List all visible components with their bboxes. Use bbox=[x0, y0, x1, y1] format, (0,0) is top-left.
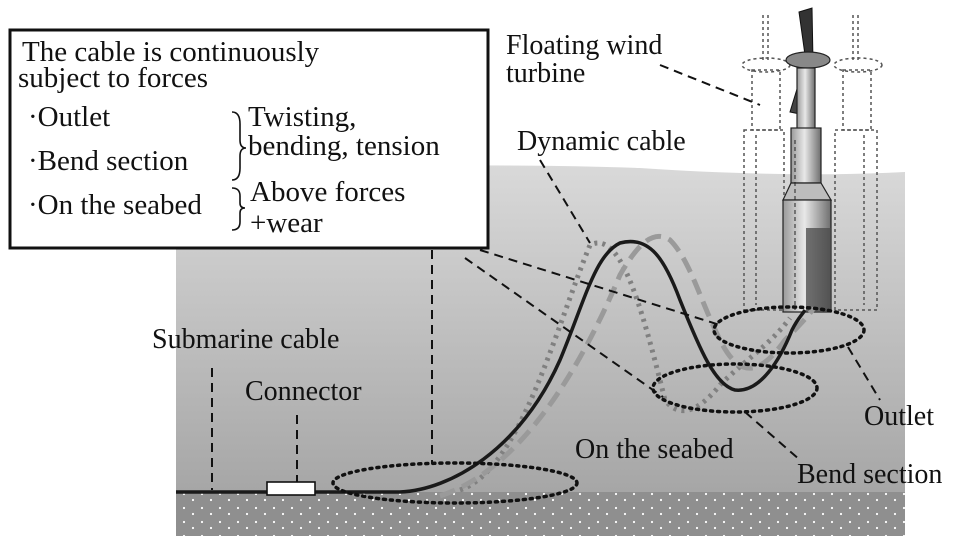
turbine-spar-upper bbox=[790, 127, 822, 184]
connector bbox=[266, 481, 316, 496]
label-turbine-line1: Floating wind bbox=[506, 30, 662, 61]
leader-turbine bbox=[659, 64, 761, 106]
label-outlet: Outlet bbox=[864, 401, 934, 432]
floating-wind-turbine bbox=[782, 7, 833, 313]
leader-box-outlet bbox=[479, 249, 721, 326]
leader-outlet bbox=[847, 346, 881, 401]
leader-box-bend bbox=[464, 257, 664, 398]
callout-item-outlet: ·Outlet bbox=[28, 101, 110, 133]
callout-box bbox=[8, 28, 490, 250]
label-bend-section: Bend section bbox=[797, 459, 942, 490]
cable-position-dotted bbox=[459, 240, 793, 493]
callout-extra-line2: +wear bbox=[250, 207, 323, 239]
leader-dynamic-cable bbox=[539, 159, 591, 244]
label-connector: Connector bbox=[245, 376, 362, 407]
zone-outlet-ellipse bbox=[712, 305, 866, 355]
cable-position-dashed bbox=[439, 233, 816, 499]
leader-bend bbox=[744, 411, 801, 461]
zone-bend-ellipse bbox=[651, 362, 819, 414]
label-submarine-cable: Submarine cable bbox=[152, 324, 339, 355]
brace-forces bbox=[231, 111, 247, 181]
callout-item-bend: ·Bend section bbox=[28, 145, 189, 177]
label-on-seabed: On the seabed bbox=[575, 434, 734, 465]
brace-extra bbox=[231, 187, 246, 231]
turbine-nacelle bbox=[785, 51, 831, 69]
callout-item-seabed: ·On the seabed bbox=[28, 189, 202, 221]
callout-title-line1: The cable is continuously bbox=[22, 36, 320, 68]
callout-force-line2: bending, tension bbox=[248, 130, 440, 162]
label-turbine-line2: turbine bbox=[506, 58, 585, 89]
turbine-ghost-right bbox=[833, 12, 883, 311]
seabed bbox=[176, 492, 905, 536]
callout-force-line1: Twisting, bbox=[248, 101, 356, 133]
callout-title-line2: subject to forces bbox=[18, 62, 208, 94]
zone-seabed-ellipse bbox=[331, 461, 579, 505]
callout-extra-line1: Above forces bbox=[250, 176, 405, 208]
label-dynamic-cable: Dynamic cable bbox=[517, 126, 686, 157]
